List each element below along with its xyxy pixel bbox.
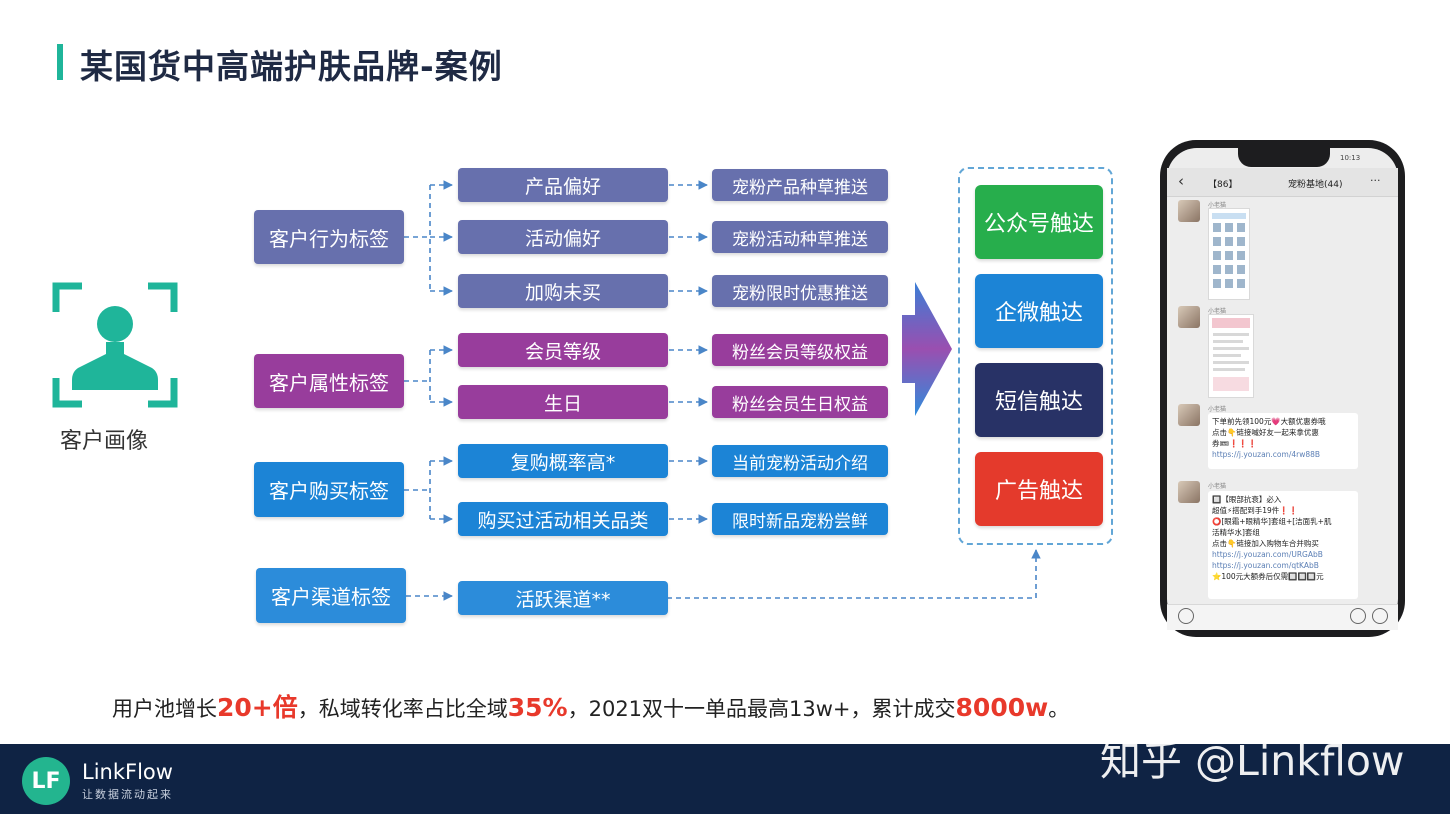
linkflow-logo-icon: LF (22, 757, 70, 805)
message-link[interactable]: https://j.youzan.com/URGAbB (1212, 550, 1323, 559)
summary-highlight-gmv: 8000w (955, 693, 1049, 722)
category-attribute-tag: 客户属性标签 (254, 354, 404, 408)
chat-group-title: 宠粉基地(44) (1288, 180, 1343, 190)
message-line: 🔲【眼部抗衰】必入 (1212, 495, 1282, 504)
page-title: 某国货中高端护肤品牌-案例 (80, 47, 503, 86)
summary-part: ，2021双十一单品最高13w+，累计成交 (567, 697, 956, 721)
summary-highlight-growth: 20+倍 (217, 693, 298, 722)
back-icon[interactable]: ‹ (1178, 172, 1184, 190)
message-line: 点击👇链接加入购物车合并购买 (1212, 539, 1319, 548)
message-line: 超值⚡搭配到手19件❗❗ (1212, 506, 1298, 515)
footer-bar (0, 744, 1450, 814)
action-activity-seeding: 宠粉活动种草推送 (712, 221, 888, 253)
message-line: ⭕[眼霜+眼精华]套组+[洁面乳+肌 (1212, 517, 1332, 526)
message-link[interactable]: https://j.youzan.com/qtKAbB (1212, 561, 1319, 570)
tag-activity-preference: 活动偏好 (458, 220, 668, 254)
persona-label: 客户画像 (60, 429, 149, 454)
sender-avatar (1178, 200, 1200, 222)
tag-birthday: 生日 (458, 385, 668, 419)
action-birthday-benefit: 粉丝会员生日权益 (712, 386, 888, 418)
user-scan-icon (52, 282, 178, 408)
brand-slogan: 让数据流动起来 (82, 788, 173, 801)
message-line: 活精华水]套组 (1212, 528, 1260, 537)
promo-text-message[interactable]: 🔲【眼部抗衰】必入 超值⚡搭配到手19件❗❗ ⭕[眼霜+眼精华]套组+[洁面乳+… (1208, 491, 1358, 599)
summary-part: 用户池增长 (112, 697, 217, 721)
tag-cart-not-bought: 加购未买 (458, 274, 668, 308)
message-line: 下单前先领100元💗大额优惠券哦 (1212, 417, 1326, 426)
category-purchase-tag: 客户购买标签 (254, 462, 404, 517)
message-link[interactable]: https://j.youzan.com/4rw88B (1212, 450, 1321, 459)
summary-text: 用户池增长20+倍，私域转化率占比全域35%，2021双十一单品最高13w+，累… (112, 688, 1069, 724)
message-line: 点击👇链接喊好友一起来拿优惠 (1212, 428, 1319, 437)
sender-name: 小老猫 (1208, 202, 1227, 209)
emoji-icon[interactable] (1350, 608, 1366, 624)
channel-official-account: 公众号触达 (975, 185, 1103, 259)
action-current-activity-intro: 当前宠粉活动介绍 (712, 445, 888, 477)
status-time: 10:13 (1340, 154, 1361, 162)
category-channel-tag: 客户渠道标签 (256, 568, 406, 623)
action-limited-offer: 宠粉限时优惠推送 (712, 275, 888, 307)
sender-avatar (1178, 481, 1200, 503)
coupon-text-message[interactable]: 下单前先领100元💗大额优惠券哦 点击👇链接喊好友一起来拿优惠 券🎟❗❗❗ ht… (1208, 413, 1358, 469)
action-product-seeding: 宠粉产品种草推送 (712, 169, 888, 201)
tag-member-level: 会员等级 (458, 333, 668, 367)
voice-icon[interactable] (1178, 608, 1194, 624)
zhihu-watermark: 知乎 @Linkflow (1100, 737, 1405, 785)
channel-sms: 短信触达 (975, 363, 1103, 437)
title-accent-bar (57, 44, 63, 80)
summary-part: 。 (1048, 697, 1070, 721)
sender-name: 小老猫 (1208, 406, 1227, 413)
product-image-message[interactable] (1208, 208, 1250, 300)
sender-name: 小老猫 (1208, 483, 1227, 490)
tag-product-preference: 产品偏好 (458, 168, 668, 202)
summary-highlight-conversion: 35% (507, 693, 568, 722)
message-line: 券🎟❗❗❗ (1212, 439, 1258, 448)
chat-unread-count: 【86】 (1208, 180, 1238, 190)
channel-group-frame (958, 167, 1113, 545)
coupon-image-message[interactable] (1208, 314, 1254, 398)
action-new-product-trial: 限时新品宠粉尝鲜 (712, 503, 888, 535)
sender-name: 小老猫 (1208, 308, 1227, 315)
tag-bought-related-category: 购买过活动相关品类 (458, 502, 668, 536)
sender-avatar (1178, 306, 1200, 328)
category-behavior-tag: 客户行为标签 (254, 210, 404, 264)
add-icon[interactable] (1372, 608, 1388, 624)
summary-part: ，私域转化率占比全域 (297, 697, 508, 721)
sender-avatar (1178, 404, 1200, 426)
channel-ads: 广告触达 (975, 452, 1103, 526)
phone-notch (1238, 147, 1330, 167)
channel-wecom: 企微触达 (975, 274, 1103, 348)
tag-high-repurchase: 复购概率高* (458, 444, 668, 478)
message-line: ⭐100元大额券后仅需🔲🔲🔲元 (1212, 572, 1324, 581)
more-icon[interactable]: ··· (1370, 174, 1381, 187)
brand-name: LinkFlow (82, 760, 173, 784)
chat-header (1167, 168, 1398, 197)
tag-active-channel: 活跃渠道** (458, 581, 668, 615)
action-member-level-benefit: 粉丝会员等级权益 (712, 334, 888, 366)
